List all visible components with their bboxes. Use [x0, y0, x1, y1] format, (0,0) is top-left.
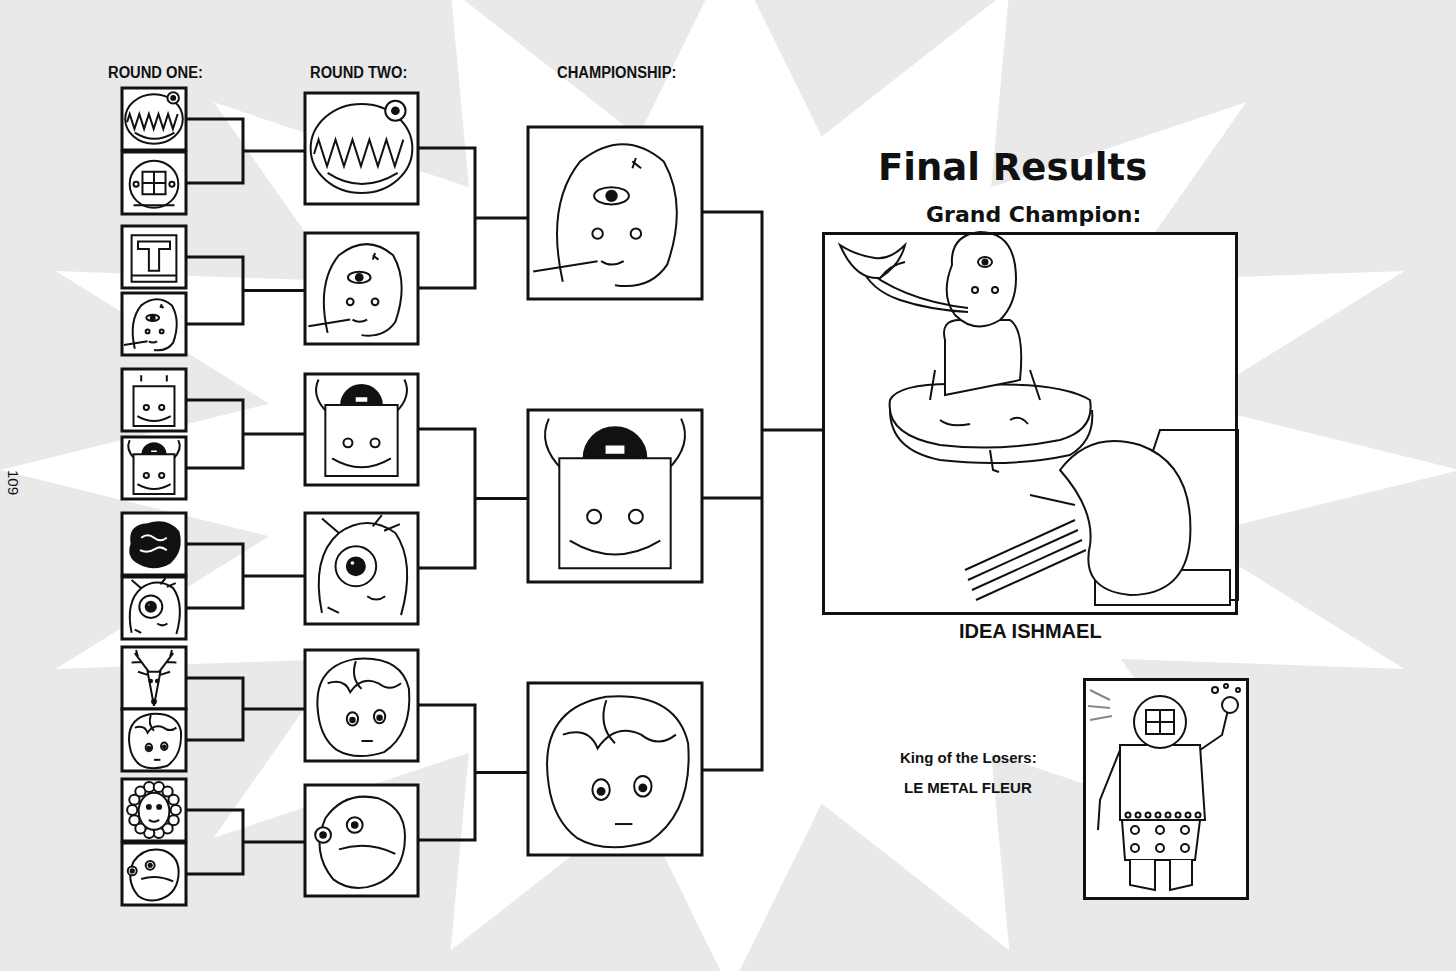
portrait: [122, 226, 186, 288]
round-label: CHAMPIONSHIP:: [557, 64, 676, 82]
winner-name: LE METAL FLEUR: [904, 779, 1032, 796]
page-title: Final Results: [878, 146, 1147, 189]
portrait: [305, 233, 418, 344]
bracket-line: [418, 429, 528, 568]
bracket-line: [186, 678, 305, 740]
portrait: [122, 779, 186, 841]
portrait: [305, 785, 418, 896]
champion-frame: Grand Champion:IDEA ISHMAEL: [822, 232, 1238, 615]
portrait: [528, 683, 702, 855]
bracket-line: [186, 119, 305, 183]
portrait: [122, 647, 186, 709]
round-label: ROUND ONE:: [108, 64, 203, 82]
award-heading: Grand Champion:: [926, 202, 1141, 227]
round-label: ROUND TWO:: [310, 64, 407, 82]
page-number: 109: [5, 470, 22, 495]
bracket-line: [702, 212, 822, 770]
portrait: [122, 152, 186, 214]
portrait: [528, 410, 702, 582]
bracket-line: [186, 544, 305, 608]
portrait: [305, 93, 418, 204]
bracket-line: [418, 705, 528, 840]
portrait: [122, 709, 186, 771]
portrait: [122, 513, 186, 575]
portrait: [305, 513, 418, 624]
portrait: [122, 843, 186, 905]
portrait: [122, 293, 186, 355]
bracket-line: [186, 400, 305, 468]
loser-frame: King of the Losers:LE METAL FLEUR: [1083, 678, 1249, 900]
portrait: [305, 650, 418, 761]
portrait: [528, 127, 702, 299]
champion-illustration: [822, 232, 1238, 615]
portrait: [122, 88, 186, 150]
portrait: [122, 369, 186, 431]
loser-illustration: [1083, 678, 1249, 900]
portrait: [122, 577, 186, 639]
bracket-line: [186, 257, 305, 324]
portrait: [122, 437, 186, 499]
bracket-line: [418, 148, 528, 288]
award-heading: King of the Losers:: [900, 749, 1037, 766]
bracket-line: [186, 810, 305, 874]
winner-name: IDEA ISHMAEL: [959, 620, 1102, 643]
portrait: [305, 374, 418, 485]
